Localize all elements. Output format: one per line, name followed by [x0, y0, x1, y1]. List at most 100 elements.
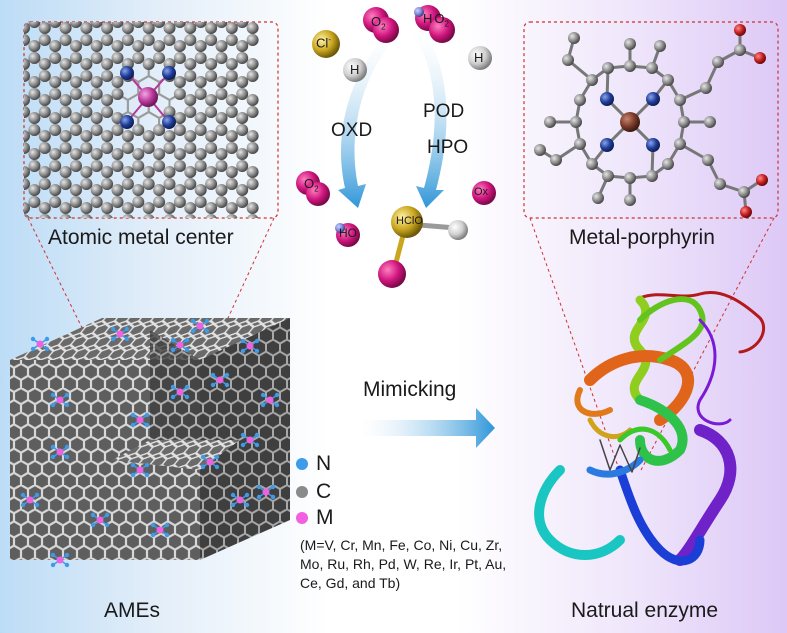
carbon-atom: [602, 170, 614, 182]
carbon-atom: [59, 202, 72, 214]
carbon-atom: [28, 76, 41, 88]
carbon-atom: [194, 40, 207, 52]
carbon-atom: [70, 124, 82, 136]
oxygen-atom: [754, 52, 766, 64]
nitrogen-site: [254, 348, 260, 354]
carbon-atom: [246, 106, 259, 118]
carbon-atom: [142, 166, 155, 178]
carbon-atom: [163, 178, 176, 190]
nitrogen-site: [130, 472, 136, 478]
carbon-atom: [215, 40, 228, 52]
carbon-atom: [59, 214, 72, 218]
carbon-atom: [194, 112, 207, 124]
carbon-atom: [205, 166, 218, 178]
carbon-atom: [0, 142, 9, 154]
nitrogen-site: [254, 432, 260, 438]
carbon-atom: [24, 106, 30, 118]
metal-site: [36, 340, 44, 348]
carbon-atom: [8, 88, 20, 100]
carbon-atom: [236, 196, 249, 208]
nitrogen-site: [20, 502, 26, 508]
ames-cube: [10, 318, 290, 568]
nitrogen-site: [260, 392, 266, 398]
metal-site: [56, 396, 64, 404]
carbon-atom: [49, 184, 62, 196]
carbon-atom: [205, 142, 218, 154]
carbon-atom: [163, 130, 176, 142]
carbon-atom: [121, 130, 134, 142]
nitrogen-site: [64, 444, 70, 450]
carbon-atom: [8, 76, 20, 88]
legend-n-dot: [296, 458, 308, 470]
carbon-atom: [236, 124, 249, 136]
carbon-atom: [194, 160, 207, 172]
carbon-atom: [153, 184, 166, 196]
carbon-atom: [90, 124, 103, 136]
carbon-atom: [574, 94, 586, 106]
carbon-atom: [704, 116, 716, 128]
nitrogen-site: [50, 402, 56, 408]
carbon-atom: [225, 106, 238, 118]
carbon-atom: [142, 130, 155, 142]
nitrogen-site: [190, 328, 196, 334]
carbon-atom: [28, 52, 41, 64]
carbon-atom: [246, 178, 259, 190]
carbon-atom: [80, 70, 93, 82]
carbon-atom: [194, 76, 207, 88]
nitrogen-site: [240, 432, 246, 438]
oxygen-atom: [734, 24, 746, 36]
carbon-atom: [8, 148, 20, 160]
nitrogen-site: [170, 384, 176, 390]
carbon-atom: [624, 60, 636, 72]
carbon-atom: [80, 178, 93, 190]
carbon-atom: [194, 184, 207, 196]
porphyrin-dashed-box: [523, 21, 779, 219]
legend-c-dot: [296, 486, 308, 498]
carbon-atom: [215, 124, 228, 136]
nitrogen-site: [190, 318, 196, 324]
carbon-atom: [624, 194, 636, 206]
nitrogen-site: [50, 392, 56, 398]
carbon-atom: [236, 88, 249, 100]
carbon-atom: [18, 0, 30, 10]
carbon-atom: [70, 88, 82, 100]
carbon-atom: [28, 124, 41, 136]
carbon-atom: [121, 142, 134, 154]
carbon-atom: [236, 4, 248, 16]
carbon-atom: [184, 22, 197, 34]
carbon-atom: [111, 52, 124, 64]
carbon-atom: [236, 40, 249, 52]
carbon-atom: [225, 214, 238, 218]
carbon-atom: [59, 106, 72, 118]
carbon-atom: [49, 4, 61, 16]
nitrogen-site: [64, 552, 70, 558]
carbon-atom: [654, 40, 666, 52]
carbon-atom: [111, 160, 124, 172]
nitrogen-site: [164, 522, 170, 528]
carbon-atom: [184, 34, 197, 46]
carbon-atom: [174, 4, 186, 16]
carbon-atom: [225, 70, 238, 82]
carbon-atom: [132, 148, 145, 160]
carbon-atom: [225, 34, 238, 46]
carbon-atom: [153, 40, 166, 52]
carbon-atom: [24, 178, 30, 190]
carbon-atom: [646, 62, 658, 74]
carbon-atom: [24, 142, 30, 154]
nitrogen-atom: [120, 66, 134, 80]
metal-atom: [138, 87, 158, 107]
atomic-metal-center-panel: [0, 0, 279, 219]
carbon-atom: [0, 58, 9, 70]
carbon-atom: [173, 160, 186, 172]
carbon-atom: [184, 166, 197, 178]
carbon-atom: [28, 4, 40, 16]
hpo-label: HPO: [427, 137, 469, 158]
carbon-atom: [8, 16, 20, 28]
metal-site: [246, 436, 254, 444]
carbon-atom: [38, 34, 51, 46]
metal-site: [116, 330, 124, 338]
carbon-atom: [194, 52, 207, 64]
carbon-atom: [70, 4, 82, 16]
nitrogen-atom: [646, 92, 660, 106]
